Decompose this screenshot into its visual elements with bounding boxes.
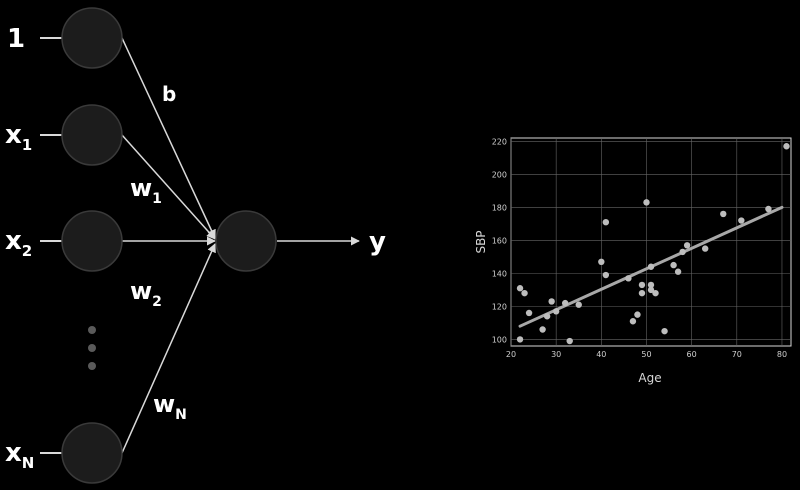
data-point [720,210,727,218]
input-label-x1: x1 [5,120,32,154]
y-tick-label: 180 [492,203,507,212]
input-node-xn [61,422,123,484]
x-tick-label: 60 [687,350,697,359]
data-point [629,318,637,325]
data-point [765,205,772,213]
ellipsis-dot [88,362,96,370]
data-point [638,281,646,289]
data-point [521,289,528,297]
connection-xn [121,243,216,454]
y-axis-label: SBP [474,230,488,253]
data-point [638,289,646,297]
plot-area [510,137,792,347]
data-point [516,336,524,343]
data-point [634,311,641,318]
input-node-x2 [61,210,123,272]
x-tick-label: 80 [777,350,787,359]
weight-label-b: b [162,82,176,106]
scatter-chart: 20 30 40 50 60 70 80 100 120 140 160 180 200 220 Age… [474,137,792,385]
data-point [539,326,546,333]
y-tick-label: 220 [492,137,507,146]
grid [510,138,791,346]
x-axis-label: Age [638,371,661,385]
data-point [738,217,745,224]
data-point [661,327,668,335]
data-point [679,248,686,256]
data-point [516,285,524,292]
input-node-1 [61,7,123,69]
x-tick-label: 40 [596,350,606,359]
data-point [701,245,709,252]
input-label-xn: xN [5,438,34,472]
x-tick-labels: 20 30 40 50 60 70 80 [506,350,787,359]
neuron-node [215,210,277,272]
weight-label-w1: w1 [130,174,162,207]
input-label-1: 1 [7,24,25,54]
x-tick-label: 20 [506,350,516,359]
ellipsis-dot [88,326,96,334]
ellipsis-dot [88,344,96,352]
data-point [683,242,691,249]
data-point [602,271,610,279]
y-tick-label: 200 [492,170,507,179]
weight-label-w2: w2 [130,277,162,310]
output-label-y: y [369,227,386,257]
x-tick-label: 50 [641,350,651,359]
y-tick-label: 120 [492,302,507,311]
data-point [670,261,677,269]
data-point [652,289,659,297]
y-tick-label: 100 [492,335,507,344]
connection-x1 [121,134,216,240]
data-point [674,268,682,275]
data-points [516,143,790,345]
data-point [575,301,582,308]
data-point [647,263,655,270]
perceptron-diagram: 1 x1 x2 xN b w1 w2 wN y [5,7,386,484]
data-point [548,298,555,305]
data-point [561,299,569,307]
data-point [525,309,533,317]
y-tick-labels: 100 120 140 160 180 200 220 [492,137,507,344]
data-point [647,281,655,289]
data-point [598,258,605,266]
data-point [566,337,573,345]
x-tick-label: 70 [732,350,742,359]
data-point [602,218,610,226]
input-node-x1 [61,104,123,166]
x-tick-label: 30 [551,350,561,359]
data-point [625,275,632,282]
y-tick-label: 140 [492,269,507,278]
input-label-x2: x2 [5,226,32,260]
data-point [543,313,551,320]
weight-label-wn: wN [153,390,187,423]
y-tick-label: 160 [492,236,507,245]
connection-bias [121,37,216,239]
data-point [647,286,655,294]
data-point [552,308,560,315]
data-point [643,199,650,206]
data-point [783,143,790,150]
